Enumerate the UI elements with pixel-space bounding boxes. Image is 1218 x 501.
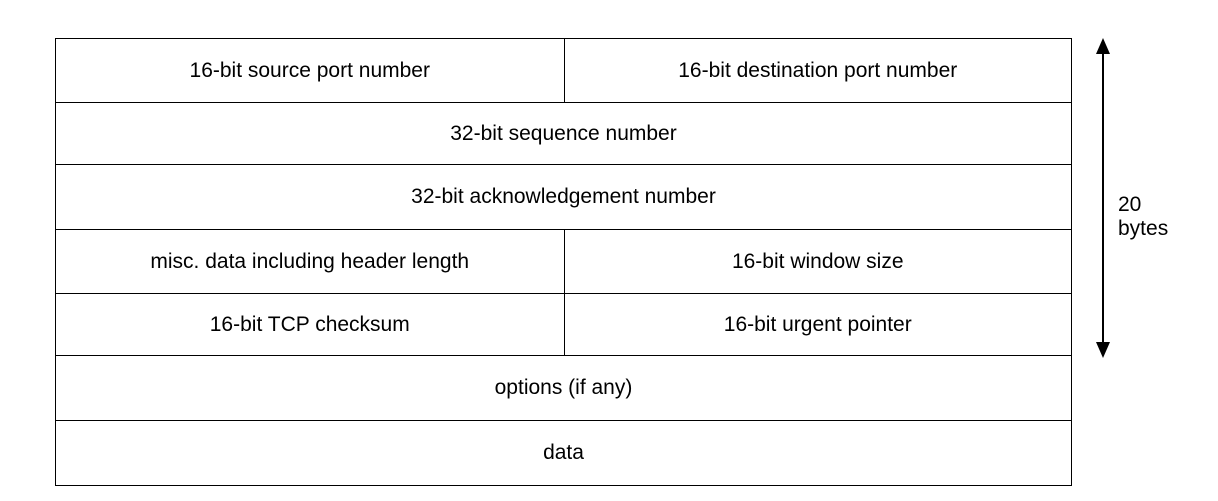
header-row-checksum-urgent: 16-bit TCP checksum 16-bit urgent pointe… <box>56 294 1072 356</box>
header-size-label: 20 bytes <box>1118 193 1168 241</box>
window-size-field: 16-bit window size <box>564 230 1072 294</box>
header-size-unit: bytes <box>1118 217 1169 240</box>
header-row-ports: 16-bit source port number 16-bit destina… <box>56 39 1072 103</box>
source-port-field: 16-bit source port number <box>56 39 565 103</box>
urgent-pointer-field: 16-bit urgent pointer <box>564 294 1072 356</box>
header-row-options: options (if any) <box>56 356 1072 421</box>
header-size-number: 20 <box>1118 193 1142 216</box>
sequence-number-field: 32-bit sequence number <box>56 103 1072 165</box>
double-headed-vertical-arrow-icon <box>1096 38 1110 358</box>
acknowledgement-number-field: 32-bit acknowledgement number <box>56 165 1072 230</box>
header-row-data: data <box>56 421 1072 486</box>
destination-port-field: 16-bit destination port number <box>564 39 1072 103</box>
header-row-acknowledgement: 32-bit acknowledgement number <box>56 165 1072 230</box>
misc-data-field: misc. data including header length <box>56 230 565 294</box>
data-field: data <box>56 421 1072 486</box>
header-row-misc-window: misc. data including header length 16-bi… <box>56 230 1072 294</box>
header-row-sequence: 32-bit sequence number <box>56 103 1072 165</box>
tcp-header-diagram: 16-bit source port number 16-bit destina… <box>55 38 1072 486</box>
checksum-field: 16-bit TCP checksum <box>56 294 565 356</box>
options-field: options (if any) <box>56 356 1072 421</box>
